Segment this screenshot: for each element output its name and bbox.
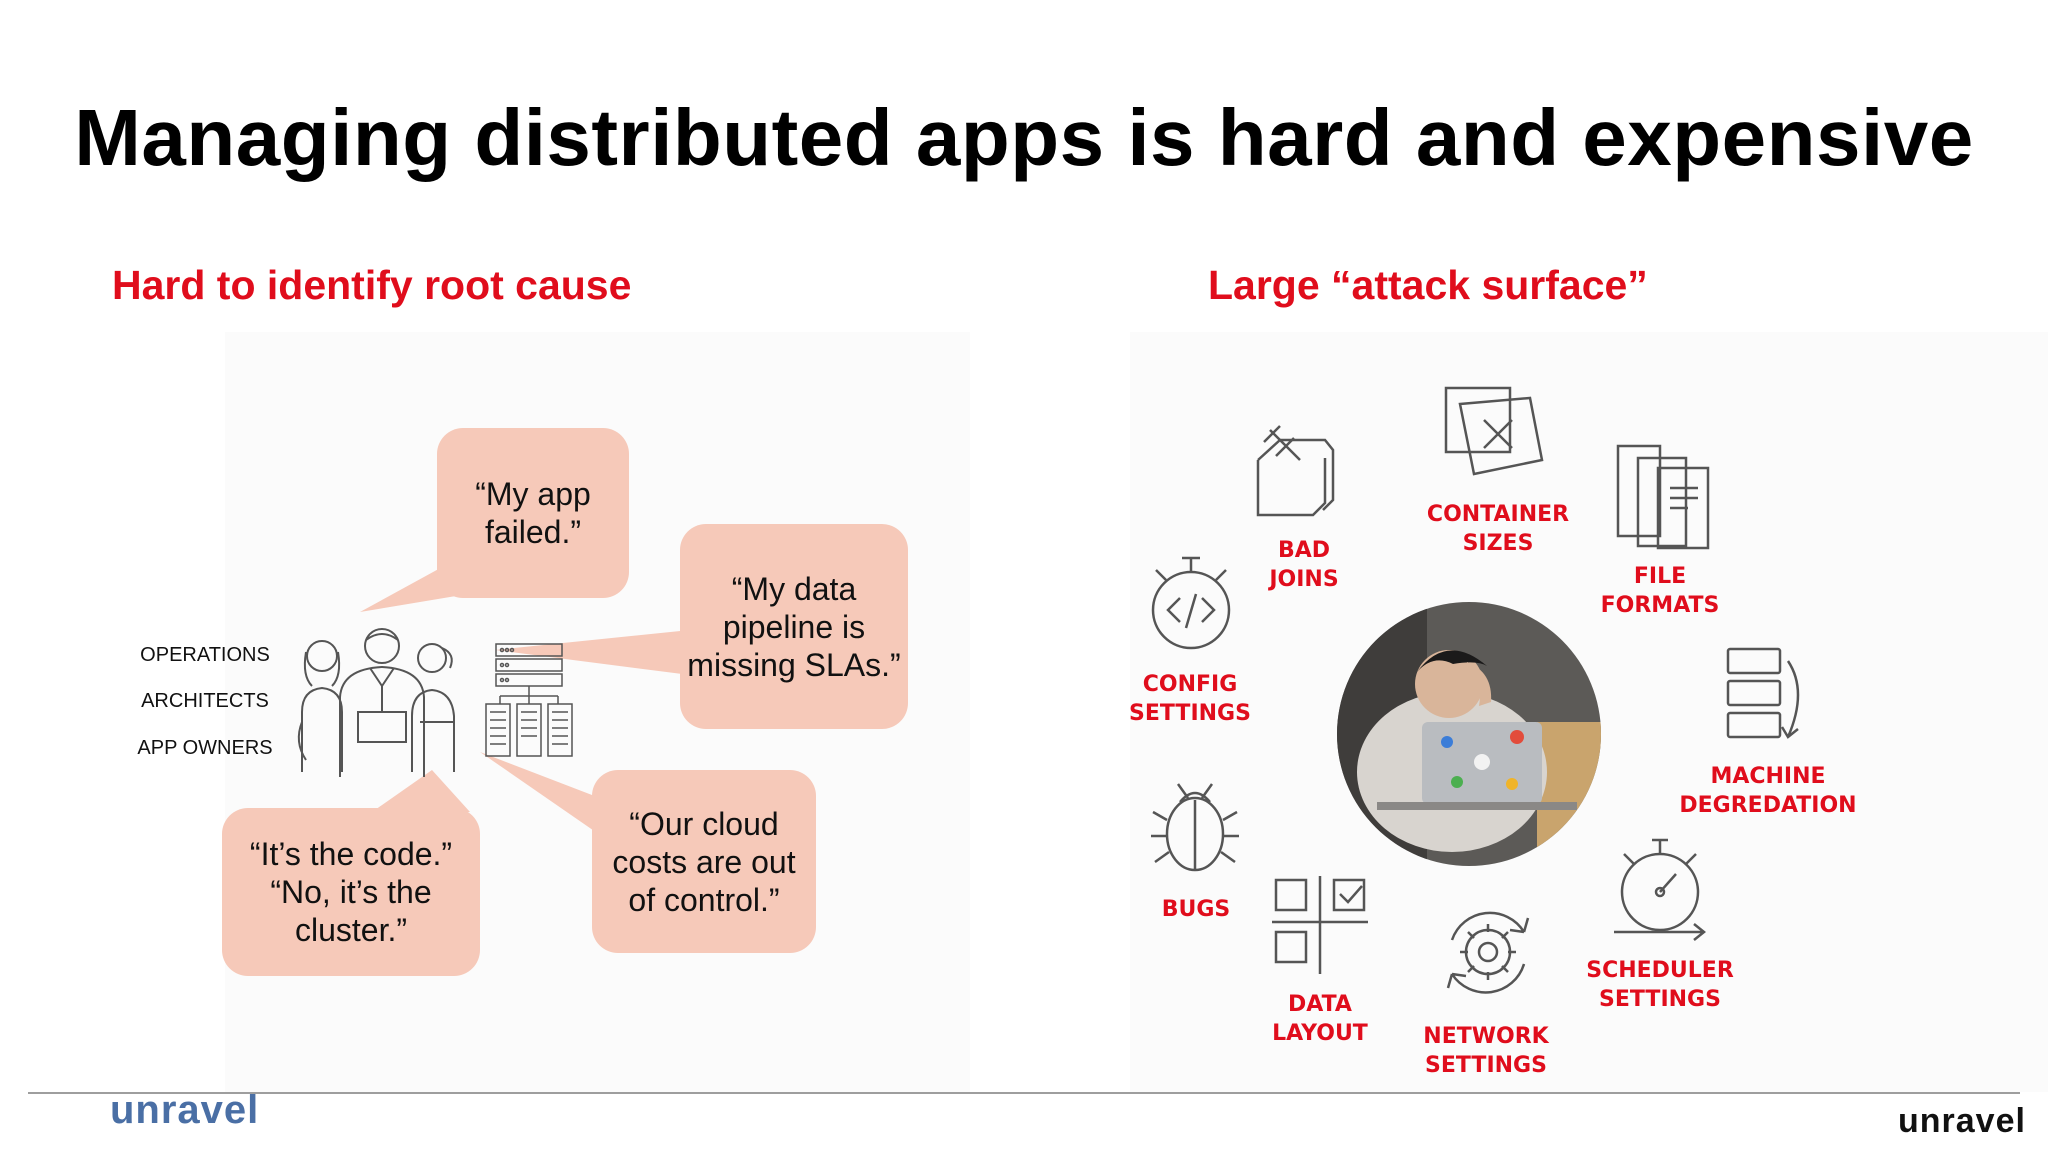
label-config-settings: CONFIG SETTINGS xyxy=(1129,672,1251,726)
slide-title: Managing distributed apps is hard and ex… xyxy=(74,93,1974,182)
left-heading: Hard to identify root cause xyxy=(112,262,632,308)
label-bad-joins: BAD JOINS xyxy=(1269,538,1339,592)
label-scheduler-settings: SCHEDULER SETTINGS xyxy=(1586,958,1734,1012)
bubble-cloud: “Our cloud costs are out of control.” xyxy=(592,770,816,953)
machine-degradation-icon xyxy=(1726,647,1800,739)
container-sizes-icon xyxy=(1444,386,1544,476)
label-file-formats: FILE FORMATS xyxy=(1600,564,1720,618)
bubble-app-failed: “My app failed.” xyxy=(437,428,629,598)
bad-joins-icon xyxy=(1256,425,1335,517)
role-operations: OPERATIONS xyxy=(140,644,270,666)
data-layout-icon xyxy=(1272,876,1368,974)
footer-divider xyxy=(28,1092,2020,1094)
role-architects: ARCHITECTS xyxy=(141,690,269,712)
role-app-owners: APP OWNERS xyxy=(137,737,273,759)
stressed-developer-photo xyxy=(1337,602,1601,866)
network-settings-icon xyxy=(1446,911,1530,994)
people-icon xyxy=(297,628,455,777)
label-bugs: BUGS xyxy=(1161,897,1231,922)
label-data-layout: DATA LAYOUT xyxy=(1272,992,1368,1046)
label-network-settings: NETWORK SETTINGS xyxy=(1423,1024,1549,1078)
servers-icon xyxy=(485,643,573,757)
label-machine-degradation: MACHINE DEGREDATION xyxy=(1679,764,1857,818)
config-settings-icon xyxy=(1151,556,1231,650)
bubble-code: “It’s the code.” “No, it’s the cluster.” xyxy=(222,808,480,976)
footer-logo-right: unravel xyxy=(1898,1102,2026,1140)
right-heading: Large “attack surface” xyxy=(1208,262,1648,308)
label-container-sizes: CONTAINER SIZES xyxy=(1426,502,1570,556)
bug-icon xyxy=(1151,783,1239,872)
footer-logo-left: unravel xyxy=(110,1088,260,1132)
file-formats-icon xyxy=(1616,444,1710,550)
bubble-pipeline: “My data pipeline is missing SLAs.” xyxy=(680,524,908,729)
scheduler-settings-icon xyxy=(1614,838,1707,941)
